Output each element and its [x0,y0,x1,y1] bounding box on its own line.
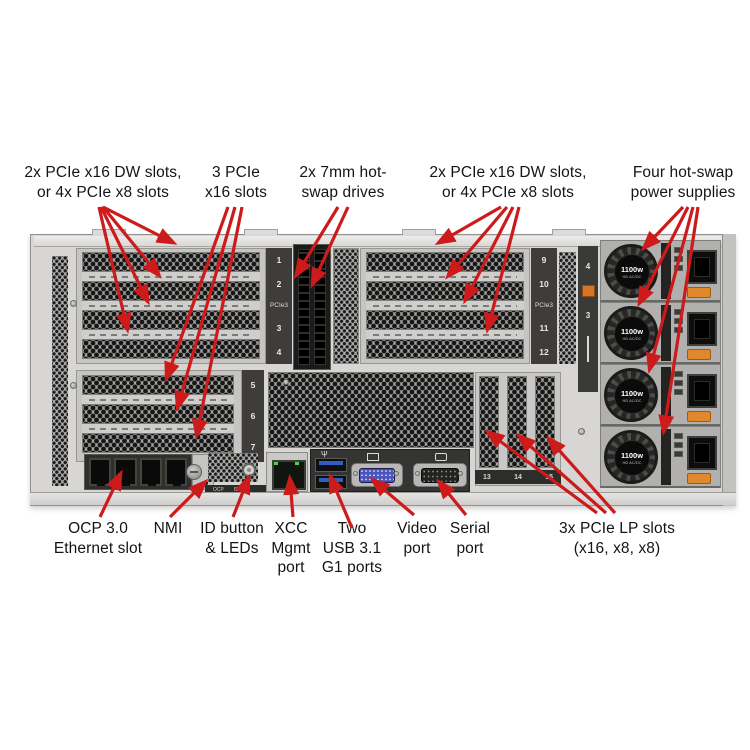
callout-serial: Serial port [449,520,491,557]
callout-ocp: OCP 3.0 Ethernet slot [53,520,143,557]
slot-divider [82,301,260,310]
vent-patch [208,453,258,482]
id-button [242,463,256,477]
drive-tray-7mm [298,249,310,365]
chassis-bottom-rail [30,492,736,505]
activity-led [295,462,299,465]
pcie-slot-cover [82,433,234,453]
chassis-right-edge [722,234,736,506]
rear-ports-panel: Ψ [310,449,470,492]
pcie-slot-cover [82,375,234,395]
rj45-port [139,458,162,486]
center-vent-panel [268,372,474,448]
vent-column [333,248,359,364]
screw [578,428,585,435]
psu-latch [687,411,711,422]
psu-orange-chip [581,285,595,297]
callout-lp-slots: 3x PCIe LP slots (x16, x8, x8) [559,520,675,557]
screw [70,300,77,307]
psu-ac-inlet [687,374,717,408]
pcie-slot-cover [82,310,260,330]
psu-bay-guide-strip: 4 3 [578,246,598,392]
psu-ac-inlet [687,312,717,346]
left-flange-vents [52,256,68,486]
callout-pcie-dw-right: 2x PCIe x16 DW slots, or 4x PCIe x8 slot… [429,164,587,201]
screw [70,382,77,389]
psu-ac-inlet [687,250,717,284]
slot-divider [366,272,524,281]
callout-pcie-dw-left: 2x PCIe x16 DW slots, or 4x PCIe x8 slot… [24,164,182,201]
link-led [274,462,278,465]
xcc-mgmt-port [266,452,308,492]
chassis-tab [244,229,278,235]
pcie-slot-cover [82,281,260,301]
psu-latch [687,473,711,484]
psu-ac-inlet [687,436,717,470]
pcie-slot-cover [366,281,524,301]
lp-slot-number-strip: 13 14 15 [475,470,561,484]
callout-nmi: NMI [153,520,183,537]
callout-power-supplies: Four hot-swap power supplies [630,164,736,201]
video-icon [367,453,379,461]
chassis-tab [92,229,126,235]
usb-port-1 [315,458,347,472]
lp-slot-cover [535,376,555,468]
pcie-slot-cover [366,310,524,330]
chassis-tab [402,229,436,235]
callout-id-button: ID button & LEDs [200,520,264,557]
screw [283,379,289,385]
vent-column [559,252,576,364]
lp-slot-cover [479,376,499,468]
ocp-thumbscrew [186,464,202,480]
chassis-top-rail [34,236,732,247]
rj45-port [164,458,187,486]
lever-icon [587,336,589,362]
lp-slot-cover [507,376,527,468]
slot-number-strip-left: 1 2 PCIe3 3 4 [266,248,292,364]
slot-divider [82,272,260,281]
slot-divider [82,424,234,433]
callout-usb: Two USB 3.1 G1 ports [321,520,383,576]
callout-7mm-drives: 2x 7mm hot- swap drives [299,164,387,201]
serial-icon [435,453,447,461]
slot-divider [366,301,524,310]
chassis-tab [552,229,586,235]
psu-latch [687,287,711,298]
slot-divider [82,395,234,404]
pcie-slot-cover [82,252,260,272]
slot-number-strip-lower: 5 6 7 [242,370,264,462]
usb-port-2 [315,475,347,489]
callout-xcc: XCC Mgmt port [271,520,311,576]
pcie-slot-cover [82,404,234,424]
slot-divider [82,330,260,339]
psu-latch [687,349,711,360]
callout-pcie-x16: 3 PCIe x16 slots [204,164,268,201]
slot-divider [366,330,524,339]
pcie-slot-cover [82,339,260,359]
usb-icon: Ψ [321,450,328,459]
rj45-port [114,458,137,486]
ocp-ethernet-slot [84,454,192,490]
rj45-port [89,458,112,486]
slot-number-strip-right: 9 10 PCIe3 11 12 [531,248,557,364]
callout-video: Video port [397,520,437,557]
pcie-slot-cover [366,252,524,272]
drive-tray-7mm [314,249,326,365]
pcie-slot-cover [366,339,524,359]
